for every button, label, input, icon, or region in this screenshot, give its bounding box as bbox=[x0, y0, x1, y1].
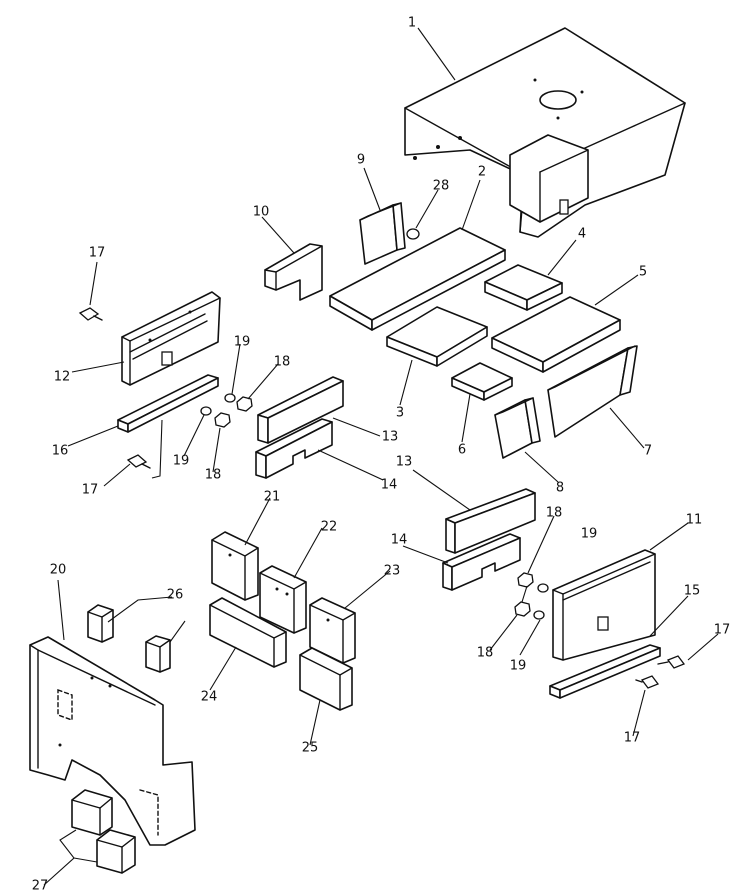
callout-28: 28 bbox=[433, 179, 450, 194]
callout-10: 10 bbox=[253, 205, 270, 220]
callout-14-right: 14 bbox=[391, 533, 408, 548]
callout-7: 7 bbox=[644, 444, 652, 459]
part-20-bulkhead-panel bbox=[29, 636, 196, 846]
part-10-notched-foam bbox=[264, 243, 323, 301]
callout-19-upper-right: 19 bbox=[581, 527, 598, 542]
part-5-foam-pad bbox=[491, 296, 621, 373]
callout-17-bottom: 17 bbox=[624, 731, 641, 746]
callout-18-lower-left: 18 bbox=[205, 468, 222, 483]
part-6-foam-pad bbox=[451, 362, 513, 401]
part-16-strip bbox=[117, 374, 219, 433]
callout-8: 8 bbox=[556, 481, 564, 496]
callout-18-lower-right: 18 bbox=[477, 646, 494, 661]
callout-18-upper-left: 18 bbox=[274, 355, 291, 370]
callout-15: 15 bbox=[684, 584, 701, 599]
part-26-foam-blocks bbox=[87, 604, 171, 673]
part-23-foam-pad bbox=[309, 597, 356, 664]
part-8-foam-block bbox=[494, 397, 541, 459]
callout-23: 23 bbox=[384, 564, 401, 579]
part-11-side-panel bbox=[552, 549, 656, 661]
bolt-17-hardware bbox=[78, 307, 686, 689]
callout-20: 20 bbox=[50, 563, 67, 578]
callout-26: 26 bbox=[167, 588, 184, 603]
part-9-foam-block bbox=[359, 202, 406, 265]
callout-14-left: 14 bbox=[381, 478, 398, 493]
part-21-foam-pad bbox=[211, 531, 259, 601]
part-25-foam-pad bbox=[299, 647, 353, 711]
callout-19-lower-left: 19 bbox=[173, 454, 190, 469]
part-3-foam-pad bbox=[386, 306, 488, 367]
callout-13-left: 13 bbox=[382, 430, 399, 445]
callout-17-left: 17 bbox=[82, 483, 99, 498]
callout-4: 4 bbox=[578, 227, 586, 242]
callout-1: 1 bbox=[408, 16, 416, 31]
callout-19-upper-left: 19 bbox=[234, 335, 251, 350]
part-12-side-panel bbox=[121, 291, 221, 386]
callout-22: 22 bbox=[321, 520, 338, 535]
callout-16: 16 bbox=[52, 444, 69, 459]
callout-12: 12 bbox=[54, 370, 71, 385]
washer-19-hardware bbox=[200, 393, 549, 620]
callout-5: 5 bbox=[639, 265, 647, 280]
part-2-foam-plate bbox=[329, 227, 506, 331]
callout-6: 6 bbox=[458, 443, 466, 458]
callout-24: 24 bbox=[201, 690, 218, 705]
callout-27: 27 bbox=[32, 879, 49, 894]
part-22-foam-pad bbox=[259, 565, 307, 634]
part-13-left-foam-block bbox=[257, 376, 344, 444]
part-14-right-notched-foam bbox=[442, 533, 521, 591]
callout-25: 25 bbox=[302, 741, 319, 756]
part-24-foam-pad bbox=[209, 597, 287, 668]
callout-17-top-left: 17 bbox=[89, 246, 106, 261]
callout-21: 21 bbox=[264, 490, 281, 505]
callout-19-lower-right: 19 bbox=[510, 659, 527, 674]
callout-2: 2 bbox=[478, 165, 486, 180]
callout-17-right: 17 bbox=[714, 623, 731, 638]
nut-18-hardware bbox=[214, 396, 534, 617]
part-13-right-foam-block bbox=[445, 488, 536, 554]
part-28-grommet bbox=[406, 228, 420, 240]
callout-18-upper-right: 18 bbox=[546, 506, 563, 521]
leader-lines bbox=[43, 27, 719, 886]
callout-13-right: 13 bbox=[396, 455, 413, 470]
part-27-foam-blocks bbox=[71, 789, 136, 874]
callout-9: 9 bbox=[357, 153, 365, 168]
part-4-foam-pad bbox=[484, 264, 563, 311]
part-15-strip bbox=[549, 644, 661, 699]
part-7-foam-panel bbox=[547, 345, 638, 438]
part-1-hood-cover bbox=[404, 27, 686, 238]
callout-3: 3 bbox=[396, 406, 404, 421]
part-14-left-notched-foam bbox=[255, 418, 333, 479]
callout-11: 11 bbox=[686, 513, 703, 528]
callout-labels: 1 2 3 4 5 6 7 8 9 10 11 12 13 13 14 14 1… bbox=[32, 16, 731, 894]
